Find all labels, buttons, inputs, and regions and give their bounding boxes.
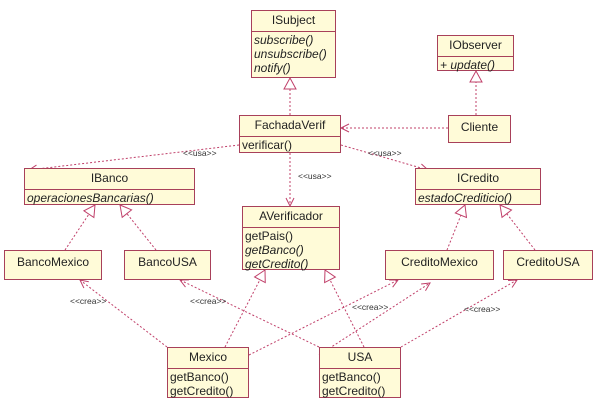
operation: notify()	[254, 61, 291, 75]
stereotype-label: <<crea>>	[190, 296, 227, 306]
dependency-edge	[28, 144, 240, 171]
realization-arrowhead-icon	[469, 69, 483, 83]
class-creditousa: CreditoUSA	[503, 250, 593, 280]
stereotype-label: <<usa>>	[368, 148, 402, 158]
operation: estadoCrediticio()	[418, 191, 513, 205]
class-name: CreditoMexico	[401, 255, 478, 269]
dependency-arrowhead-icon	[389, 279, 399, 288]
class-name: IObserver	[438, 36, 513, 57]
operation: subscribe()	[254, 33, 314, 47]
class-name: ICredito	[416, 169, 540, 190]
dependency-edge	[179, 279, 320, 348]
dependency-arrowhead-icon	[421, 282, 431, 291]
class-name: Mexico	[168, 348, 248, 369]
dependency-arrowhead-icon	[339, 123, 350, 133]
class-name: AVerificador	[243, 207, 339, 228]
class-name: ISubject	[252, 11, 335, 32]
operation: operacionesBancarias()	[27, 191, 154, 205]
dependency-arrowhead-icon	[79, 279, 89, 289]
operation: getCredito()	[322, 384, 386, 398]
class-name: IBanco	[25, 169, 194, 190]
class-creditomexico: CreditoMexico	[385, 250, 494, 280]
realization-arrowhead-icon	[454, 204, 468, 219]
stereotype-label: <<crea>>	[352, 302, 389, 312]
stereotype-label: <<usa>>	[183, 148, 217, 158]
operations-compartment: getPais()getBanco()getCredito()	[243, 228, 339, 272]
dependency-edge	[248, 279, 399, 356]
class-iobserver: IObserver+ update()	[437, 35, 514, 73]
operations-compartment: operacionesBancarias()	[25, 190, 194, 206]
operation: verificar()	[242, 138, 292, 152]
operation: getBanco()	[322, 370, 381, 384]
realization-arrowhead-icon	[324, 269, 337, 284]
operations-compartment: estadoCrediticio()	[416, 190, 540, 206]
operations-compartment: subscribe()unsubscribe()notify()	[252, 32, 335, 76]
dependency-edge	[79, 279, 168, 348]
dependency-edge	[340, 144, 429, 171]
class-name: USA	[320, 348, 400, 369]
dependency-arrowhead-icon	[508, 279, 518, 288]
realization-arrowhead-icon	[119, 204, 133, 219]
stereotype-label: <<crea>>	[70, 296, 107, 306]
operation: getCredito()	[170, 384, 234, 398]
class-name: CreditoUSA	[516, 255, 580, 269]
class-name: Cliente	[460, 120, 499, 134]
realization-edge	[499, 204, 536, 251]
stereotype-label: <<usa>>	[298, 171, 332, 181]
class-name: BancoMexico	[16, 255, 90, 269]
realization-arrowhead-icon	[253, 269, 266, 284]
class-bancomexico: BancoMexico	[4, 250, 102, 280]
operation: getCredito()	[245, 257, 309, 271]
stereotype-label: <<crea>>	[464, 304, 501, 314]
operation: + update()	[440, 58, 496, 72]
operation: getBanco()	[170, 370, 229, 384]
operation: getBanco()	[245, 243, 304, 257]
operation: unsubscribe()	[254, 47, 327, 61]
class-cliente: Cliente	[448, 115, 511, 143]
realization-arrowhead-icon	[82, 204, 96, 219]
class-name: FachadaVerif	[240, 116, 340, 137]
class-name: BancoUSA	[138, 255, 197, 269]
operations-compartment: verificar()	[240, 137, 340, 153]
realization-arrowhead-icon	[499, 204, 513, 219]
class-bancousa: BancoUSA	[124, 250, 211, 280]
operation: getPais()	[245, 229, 294, 243]
operations-compartment: getBanco()getCredito()	[320, 369, 400, 399]
realization-edge	[224, 269, 266, 348]
operations-compartment: + update()	[438, 57, 513, 73]
realization-arrowhead-icon	[283, 76, 297, 90]
dependency-edge	[318, 282, 431, 356]
operations-compartment: getBanco()getCredito()	[168, 369, 248, 399]
